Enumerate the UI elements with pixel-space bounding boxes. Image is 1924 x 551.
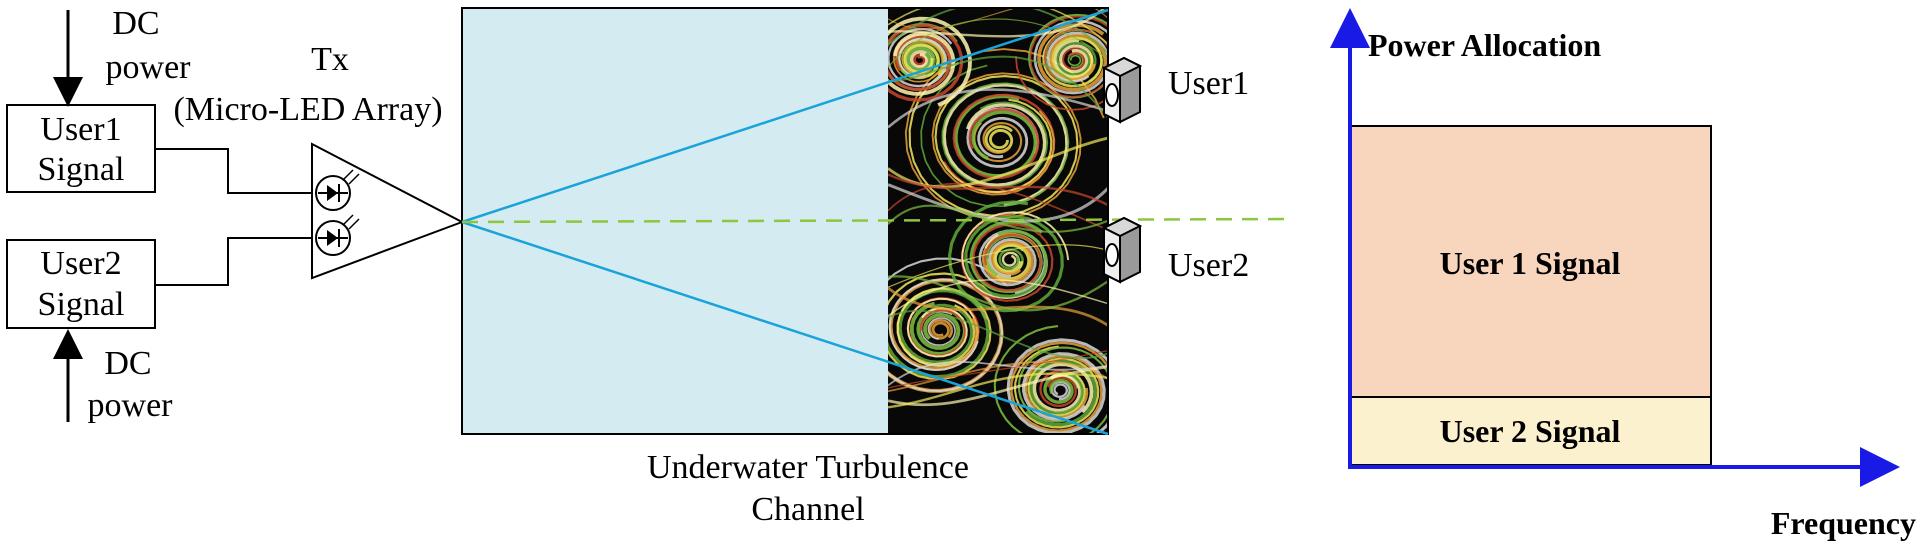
beam-upper xyxy=(461,8,1109,224)
transmitter-triangle xyxy=(311,142,465,280)
turbulence-streak xyxy=(888,275,1108,312)
user2-power-block xyxy=(1349,396,1712,466)
channel-label-line2: Channel xyxy=(751,491,864,528)
turbulence-streak xyxy=(904,48,1105,220)
turbulence-streak xyxy=(908,61,1079,217)
photodetector-1-icon xyxy=(1101,56,1143,124)
turbulence-streak xyxy=(947,200,1064,313)
turbulence-streak xyxy=(888,286,1108,327)
turbulence-streak xyxy=(1010,341,1108,432)
user1-power-block xyxy=(1349,125,1712,398)
receiver-user1: User1 xyxy=(1101,56,1249,124)
turbulence-streak xyxy=(888,183,1108,223)
user2-power-block-label: User 2 Signal xyxy=(1440,413,1621,449)
turbulence-streak xyxy=(888,173,1108,207)
turbulence-streak xyxy=(888,289,990,379)
turbulence-streak xyxy=(1061,46,1092,71)
turbulence-streak xyxy=(888,8,1108,30)
turbulence-streak xyxy=(888,8,1106,38)
turbulence-streak xyxy=(984,125,1014,153)
dc-power-top-label-line1: DC xyxy=(112,5,159,42)
turbulence-streak xyxy=(888,310,1108,359)
turbulence-streak xyxy=(888,204,1108,233)
turbulence-streak xyxy=(1037,23,1108,92)
turbulence-streak xyxy=(888,55,1108,119)
user1-signal-label-line1: User1 xyxy=(40,111,121,148)
turbulence-streak xyxy=(1053,39,1094,79)
turbulence-streak xyxy=(888,8,1108,45)
turbulence-streak xyxy=(888,279,1108,317)
turbulence-streak xyxy=(888,88,1108,129)
turbulence-streak xyxy=(1025,359,1098,427)
turbulence-swirls xyxy=(888,8,1108,434)
channel-label-line1: Underwater Turbulence xyxy=(647,449,969,486)
turbulence-streak xyxy=(953,94,1038,178)
dc-power-bottom-label-line1: DC xyxy=(104,345,151,382)
underwater-channel: Underwater Turbulence Channel xyxy=(461,7,1291,528)
led-1-icon xyxy=(315,169,360,211)
turbulence-streak xyxy=(984,242,1032,282)
transmitter: Tx (Micro-LED Array) xyxy=(173,41,465,280)
power-allocation-chart: User 1 Signal User 2 Signal Power Alloca… xyxy=(1330,8,1916,541)
receiver-user2-label: User2 xyxy=(1168,247,1249,284)
turbulence-streak xyxy=(942,82,1069,207)
user1-signal-box xyxy=(6,104,156,193)
transmitter-subtitle: (Micro-LED Array) xyxy=(173,91,442,128)
turbulence-streak xyxy=(960,212,1054,302)
turbulence-streak xyxy=(888,257,1007,393)
beam-lower xyxy=(461,220,1109,436)
user1-signal-block: User1 Signal xyxy=(6,104,156,193)
user1-wire xyxy=(155,148,318,194)
dc-power-top-label-line2: power xyxy=(106,49,192,86)
user2-signal-label-line2: Signal xyxy=(38,286,125,323)
turbulence-streak xyxy=(1050,380,1071,401)
user2-signal-block: User2 Signal xyxy=(6,239,156,329)
turbulence-streak xyxy=(888,361,1108,387)
turbulence-streak xyxy=(888,244,1108,288)
user2-signal-label-line1: User2 xyxy=(40,245,121,282)
turbulence-streak xyxy=(1006,338,1108,434)
user1-power-block-label: User 1 Signal xyxy=(1440,245,1621,281)
x-axis-label: Frequency xyxy=(1771,505,1916,541)
photodetector-2-icon xyxy=(1101,216,1143,284)
user2-signal-box xyxy=(6,239,156,329)
turbulence-streak xyxy=(888,23,964,102)
transmitter-title: Tx xyxy=(311,41,349,78)
turbulence-streak xyxy=(888,18,1108,68)
y-axis-label: Power Allocation xyxy=(1368,27,1601,63)
turbulence-streak xyxy=(928,318,954,340)
dc-power-bottom-label-line2: power xyxy=(88,387,174,424)
optical-axis-dashed xyxy=(461,217,1291,224)
receiver-user1-label: User1 xyxy=(1168,65,1249,102)
user1-signal-label-line2: Signal xyxy=(38,151,125,188)
user2-wire xyxy=(155,237,318,286)
turbulence-streak xyxy=(888,372,1108,409)
turbulence-streak xyxy=(888,136,1108,189)
led-2-icon xyxy=(315,214,360,256)
turbulence-streak xyxy=(1042,28,1103,88)
turbulence-streak xyxy=(1067,52,1084,69)
receiver-user2: User2 xyxy=(1101,216,1249,284)
